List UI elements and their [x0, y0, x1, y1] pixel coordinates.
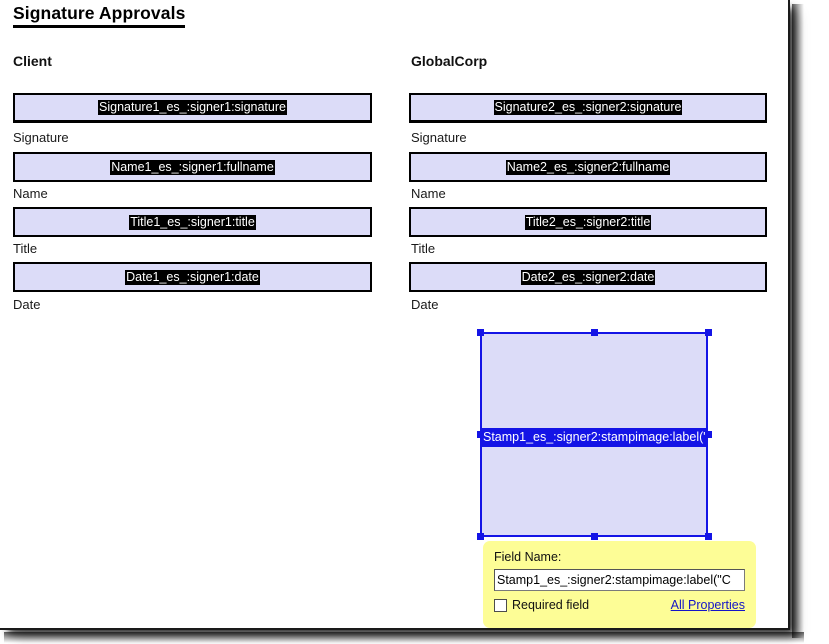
- field-tag-label: Date1_es_:signer1:date: [125, 269, 260, 285]
- column-heading-globalcorp: GlobalCorp: [411, 53, 488, 69]
- all-properties-link[interactable]: All Properties: [670, 598, 745, 612]
- popup-footer-row: Required field All Properties: [494, 598, 745, 612]
- field-caption-date-client: Date: [13, 297, 41, 312]
- field-tag-label: Name1_es_:signer1:fullname: [110, 159, 275, 175]
- field-tag-label: Stamp1_es_:signer2:stampimage:label("Co: [480, 428, 708, 447]
- required-field-control[interactable]: Required field: [494, 598, 589, 612]
- resize-handle-top-right[interactable]: [705, 329, 712, 336]
- field-tag-label: Title1_es_:signer1:title: [129, 214, 256, 230]
- resize-handle-top-middle[interactable]: [591, 329, 598, 336]
- resize-handle-middle-right[interactable]: [705, 431, 712, 438]
- form-field-title-globalcorp[interactable]: Title2_es_:signer2:title: [409, 207, 767, 237]
- field-tag-label: Signature2_es_:signer2:signature: [493, 100, 683, 115]
- field-quick-properties-popup: Field Name: Stamp1_es_:signer2:stampimag…: [483, 541, 756, 628]
- form-field-signature-client[interactable]: Signature1_es_:signer1:signature: [13, 93, 372, 123]
- field-tag-label: Date2_es_:signer2:date: [520, 269, 656, 285]
- field-caption-date-globalcorp: Date: [411, 297, 439, 312]
- field-caption-signature-globalcorp: Signature: [411, 130, 467, 145]
- field-caption-name-globalcorp: Name: [411, 186, 446, 201]
- field-tag-label: Signature1_es_:signer1:signature: [98, 100, 287, 115]
- field-caption-signature-client: Signature: [13, 130, 69, 145]
- form-field-date-client[interactable]: Date1_es_:signer1:date: [13, 262, 372, 292]
- column-heading-client: Client: [13, 53, 52, 69]
- field-caption-title-client: Title: [13, 241, 38, 256]
- form-field-stamp-selected[interactable]: Stamp1_es_:signer2:stampimage:label("Co: [477, 329, 712, 540]
- resize-handle-middle-left[interactable]: [477, 431, 484, 438]
- form-field-date-globalcorp[interactable]: Date2_es_:signer2:date: [409, 262, 767, 292]
- form-field-title-client[interactable]: Title1_es_:signer1:title: [13, 207, 372, 237]
- field-name-label: Field Name:: [494, 550, 562, 564]
- field-caption-name-client: Name: [13, 186, 48, 201]
- resize-handle-bottom-right[interactable]: [705, 533, 712, 540]
- form-field-name-globalcorp[interactable]: Name2_es_:signer2:fullname: [409, 152, 767, 182]
- field-name-input[interactable]: Stamp1_es_:signer2:stampimage:label("C: [494, 569, 745, 591]
- resize-handle-bottom-middle[interactable]: [591, 533, 598, 540]
- resize-handle-bottom-left[interactable]: [477, 533, 484, 540]
- field-tag-label: Title2_es_:signer2:title: [524, 214, 652, 230]
- page-shadow-bottom: [4, 632, 804, 643]
- required-field-checkbox[interactable]: [494, 598, 507, 612]
- resize-handle-top-left[interactable]: [477, 329, 484, 336]
- field-tag-label: Name2_es_:signer2:fullname: [505, 159, 671, 175]
- field-caption-title-globalcorp: Title: [411, 241, 436, 256]
- required-field-label: Required field: [512, 598, 590, 612]
- form-field-signature-globalcorp[interactable]: Signature2_es_:signer2:signature: [409, 93, 767, 123]
- page-title: Signature Approvals: [13, 3, 186, 28]
- page-shadow-right: [792, 4, 804, 638]
- document-sheet: Signature Approvals Client GlobalCorp Si…: [0, 0, 790, 630]
- form-field-name-client[interactable]: Name1_es_:signer1:fullname: [13, 152, 372, 182]
